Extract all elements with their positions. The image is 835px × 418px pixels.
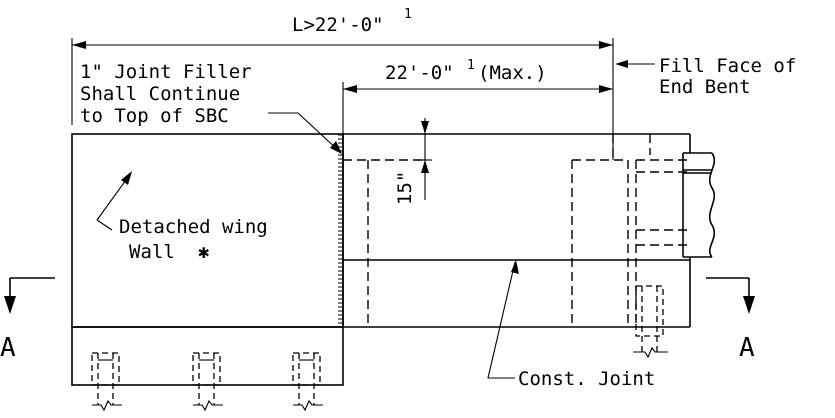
joint-filler-line1: 1" Joint Filler bbox=[80, 61, 252, 83]
section-mark-right: A bbox=[706, 277, 755, 363]
joint-filler-line2: Shall Continue bbox=[80, 83, 240, 105]
max-length-suffix: (Max.) bbox=[478, 62, 547, 84]
overall-length-label: L>22'-0" bbox=[292, 14, 384, 36]
joint-depth-dimension: 15" bbox=[394, 118, 432, 205]
end-bent-pile bbox=[633, 285, 668, 359]
hidden-lines bbox=[343, 134, 690, 327]
joint-filler-callout: 1" Joint Filler Shall Continue to Top of… bbox=[80, 61, 342, 154]
footing-pile-2 bbox=[192, 352, 221, 405]
wing-wall-callout: Detached wing Wall ✱ bbox=[96, 171, 268, 263]
wing-wall-line1: Detached wing bbox=[119, 216, 268, 238]
wing-wall-line2: Wall bbox=[129, 241, 175, 263]
max-length-dimension: 22'-0" 1 (Max.) bbox=[342, 58, 613, 135]
overall-length-dimension: L>22'-0" 1 bbox=[71, 7, 614, 160]
overall-length-note: 1 bbox=[404, 7, 412, 22]
end-bent-wall bbox=[342, 133, 691, 328]
section-mark-left: A bbox=[0, 277, 55, 363]
beam-break bbox=[682, 152, 716, 258]
max-length-label: 22'-0" bbox=[385, 62, 454, 84]
section-mark-left-label: A bbox=[0, 333, 16, 363]
footing-pile-1 bbox=[91, 352, 120, 405]
max-length-note: 1 bbox=[467, 58, 475, 73]
fill-face-line2: End Bent bbox=[659, 76, 751, 98]
footing-pile-3 bbox=[292, 352, 321, 405]
const-joint-callout: Const. Joint bbox=[487, 260, 655, 390]
section-mark-right-label: A bbox=[739, 333, 755, 363]
fill-face-callout: Fill Face of End Bent bbox=[615, 55, 796, 98]
fill-face-line1: Fill Face of bbox=[659, 55, 796, 77]
wing-wall-symbol: ✱ bbox=[198, 241, 209, 263]
joint-depth-label: 15" bbox=[394, 171, 416, 205]
wing-wall-footing bbox=[71, 326, 344, 412]
const-joint-label: Const. Joint bbox=[518, 368, 655, 390]
joint-filler-line3: to Top of SBC bbox=[80, 105, 229, 127]
